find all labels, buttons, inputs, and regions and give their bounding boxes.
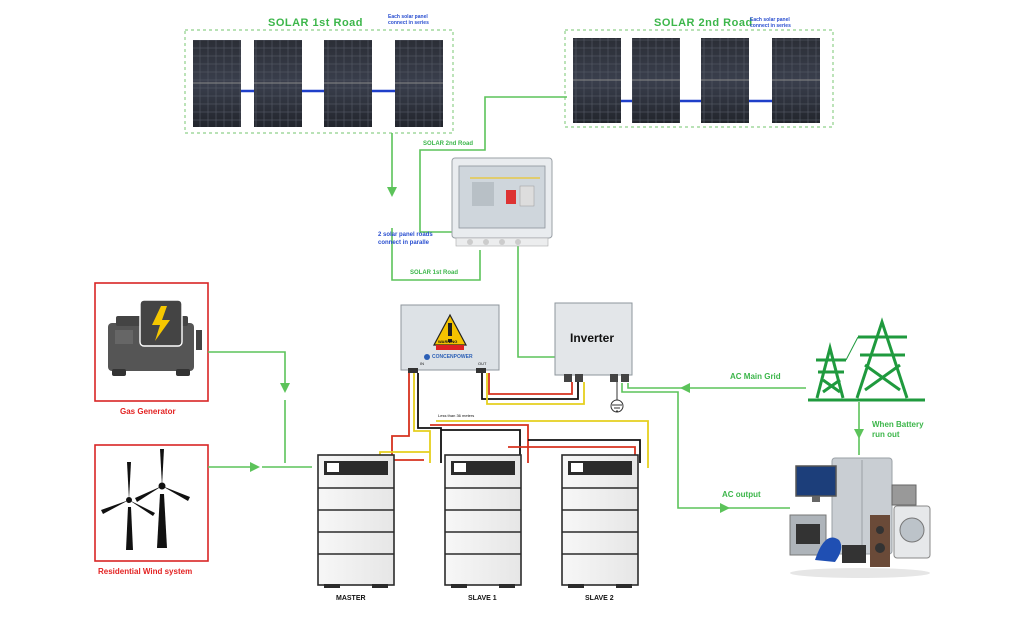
when-battery-run-out-label: When Battery run out [872,420,924,440]
red-link-slave1 [430,424,529,463]
parallel-note: 2 solar panel roads connect in paralle [378,231,433,247]
solar-panel [701,38,749,123]
black-cable [481,373,579,400]
solar-panel [573,38,621,123]
solar-wiring [387,96,567,358]
speaker-icon [870,515,890,567]
solar-panel [395,40,443,127]
battery-slave-1-label: SLAVE 1 [468,595,497,602]
battery-slave-2-label: SLAVE 2 [585,595,614,602]
yellow-cable-master [413,373,431,463]
ground-icon [610,382,624,413]
road-1-wire-label: SOLAR 1st Road [410,270,459,276]
series-note-line-2: connect in series [388,20,429,26]
yellow-cable [486,373,585,405]
red-cable-master [391,373,410,463]
solar-panel [193,40,241,127]
solar-panel [324,40,372,127]
warning-label: WARNING [438,339,458,344]
gas-generator-box [94,282,209,402]
cable-note: Less than 36 meters [438,413,475,418]
black-cable-master [417,373,442,463]
ac-wiring [621,383,864,513]
wind-system-label: Residential Wind system [98,567,193,576]
dc-cabling [379,373,649,468]
black-link-slave1 [441,429,521,463]
when-line-1: When Battery [872,420,924,429]
power-tower-icon [808,317,925,402]
wind-turbine-icon [101,449,190,550]
parallel-note-line-2: connect in paralle [378,240,430,246]
series-note-road-2: Each solar panel connect in series [750,17,791,29]
tv-icon [795,465,837,497]
black-link-slave2 [528,439,641,463]
inverter-label: Inverter [570,331,615,345]
battery-slave-1 [444,454,522,588]
series-note-line-2: connect in series [750,23,791,29]
ac-output-label: AC output [722,490,761,499]
series-note-line-1: Each solar panel [750,17,790,23]
microwave-icon [891,484,917,506]
pv-combiner-box [451,157,553,247]
series-note-road-1: Each solar panel connect in series [388,14,429,26]
home-appliances-icon [789,457,931,578]
when-line-2: run out [872,430,900,439]
battery-master [317,454,395,588]
solar-road-1-title: SOLAR 1st Road [268,17,364,29]
generator-icon [108,299,202,376]
vacuum-icon [815,537,842,562]
red-cable [488,373,573,395]
out-port-label: OUT [478,361,487,366]
solar-array-road-1 [184,29,454,134]
gas-generator-label: Gas Generator [120,407,176,416]
grid-wire-end [627,383,682,389]
ac-main-grid-label: AC Main Grid [730,372,781,381]
series-note-line-1: Each solar panel [388,14,428,20]
solar-panel [632,38,680,123]
brand-label: CONCENPOWER [432,354,473,360]
battery-slave-2 [561,454,639,588]
road-1-return-wire [391,228,481,281]
red-cable-loop [391,459,424,463]
solar-road-1-frame [184,29,454,134]
road-2-wire-label: SOLAR 2nd Road [423,141,474,147]
source-wiring [208,351,312,472]
combiner-to-inverter-wire [517,245,556,358]
solar-road-2-frame [564,29,834,128]
ac-output-wire [621,383,730,513]
inverter-unit [554,302,633,382]
generator-wire [208,351,290,393]
brand-icon [424,354,430,360]
coffee-machine-icon [842,545,866,563]
solar-array-road-2 [564,29,834,128]
battery-master-label: MASTER [336,595,366,602]
parallel-note-line-1: 2 solar panel roads [378,232,433,238]
wind-system-box [94,444,209,562]
yellow-link-slave2 [436,420,649,468]
road-2-wire [419,96,567,218]
battery-control-box [400,304,500,373]
solar-panel [772,38,820,123]
solar-panel [254,40,302,127]
solar-road-2-title: SOLAR 2nd Road [654,17,753,29]
in-port-label: IN [420,361,424,366]
